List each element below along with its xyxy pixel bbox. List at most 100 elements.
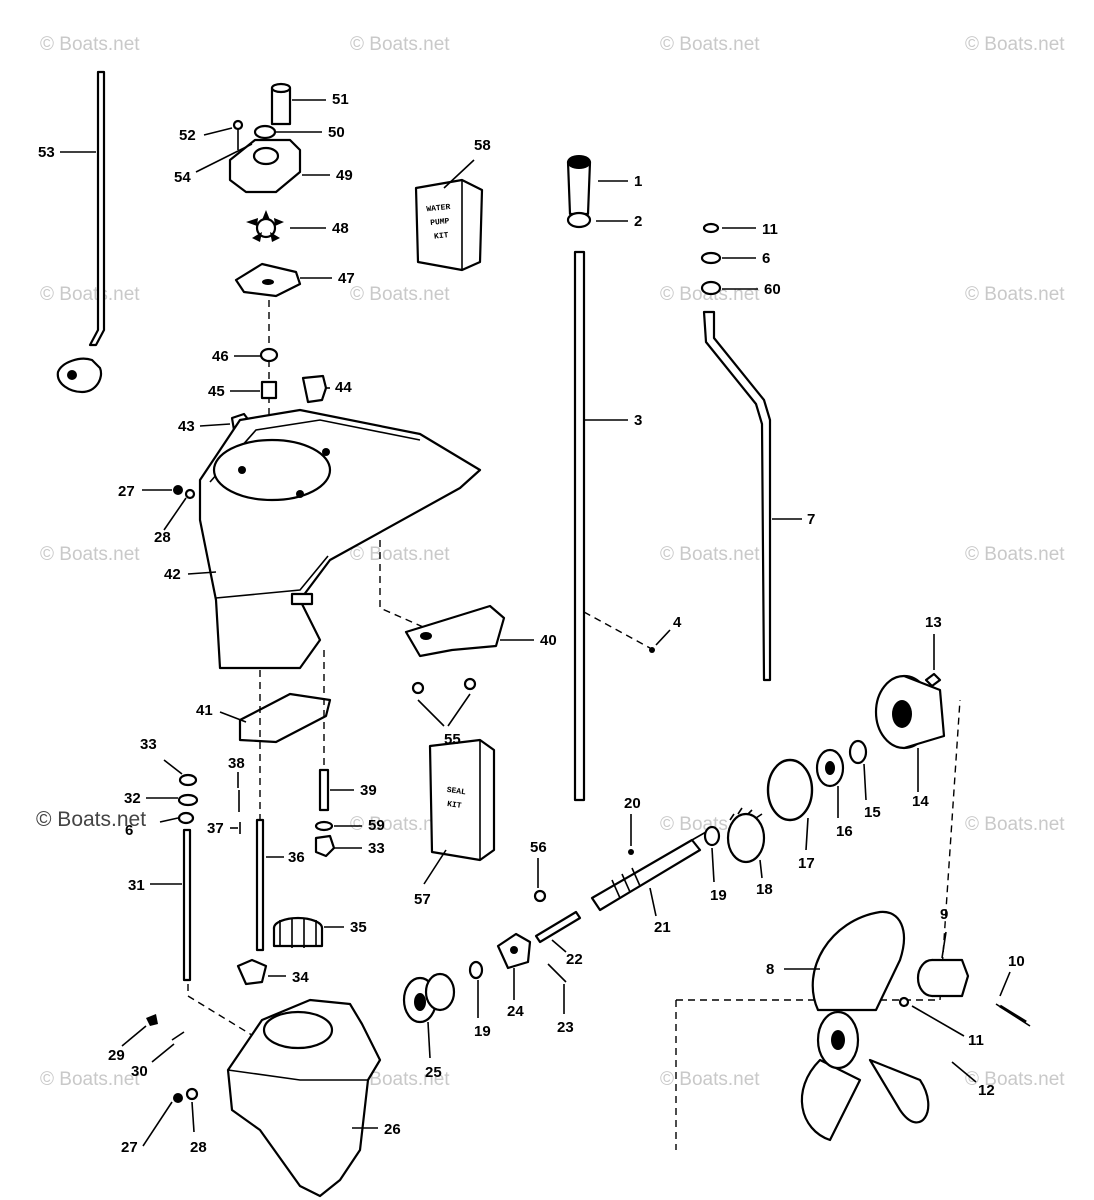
- leader-line-11: [911, 1005, 965, 1037]
- seal-15: [848, 739, 868, 765]
- callout-13: 13: [925, 614, 942, 631]
- water-pump-kit-box-58: WATERPUMPKIT: [414, 178, 484, 272]
- pinion-35: [272, 916, 324, 948]
- callout-50: 50: [328, 124, 345, 141]
- leader-line-58: [443, 159, 475, 189]
- callout-48: 48: [332, 220, 349, 237]
- leader-line-18: [759, 859, 763, 879]
- leader-line-55b: [447, 693, 471, 727]
- callout-25: 25: [425, 1064, 442, 1081]
- callout-35: 35: [350, 919, 367, 936]
- watermark-text: © Boats.net: [660, 544, 760, 565]
- leader-line-29: [121, 1025, 147, 1047]
- callout-40: 40: [540, 632, 557, 649]
- leader-line-17: [805, 817, 809, 851]
- washer-11-lower: [898, 996, 910, 1008]
- callout-60: 60: [764, 281, 781, 298]
- watermark-text: © Boats.net: [965, 34, 1065, 55]
- callout-59: 59: [368, 817, 385, 834]
- shift-parts: [533, 889, 582, 983]
- callout-12: 12: [978, 1082, 995, 1099]
- watermark-text: © Boats.net: [965, 814, 1065, 835]
- drive-shaft-3: [566, 155, 655, 802]
- water-tube-40: [379, 540, 506, 695]
- callout-7: 7: [807, 511, 815, 528]
- watermark-text-dark: © Boats.net: [36, 808, 146, 831]
- callout-28: 28: [190, 1139, 207, 1156]
- callout-6: 6: [762, 250, 770, 267]
- kit-label-line: KIT: [434, 231, 449, 241]
- callout-31: 31: [128, 877, 145, 894]
- watermark-text: © Boats.net: [660, 1069, 760, 1090]
- leader-line-21: [649, 887, 657, 917]
- watermark-text: © Boats.net: [40, 284, 140, 305]
- callout-36: 36: [288, 849, 305, 866]
- callout-56: 56: [530, 839, 547, 856]
- callout-51: 51: [332, 91, 349, 108]
- leader-line-41: [219, 711, 247, 723]
- watermark-text: © Boats.net: [965, 544, 1065, 565]
- watermark-text: © Boats.net: [40, 34, 140, 55]
- watermark-layer: © Boats.net © Boats.net © Boats.net © Boats…: [36, 34, 1065, 1090]
- callout-55: 55: [444, 731, 461, 748]
- callout-46: 46: [212, 348, 229, 365]
- stud-31: [177, 773, 261, 1041]
- callout-14: 14: [912, 793, 929, 810]
- callout-8: 8: [766, 961, 774, 978]
- watermark-text: © Boats.net: [350, 1069, 450, 1090]
- callout-42: 42: [164, 566, 181, 583]
- callout-6: 6: [125, 822, 133, 839]
- callout-27: 27: [118, 483, 135, 500]
- callout-45: 45: [208, 383, 225, 400]
- callout-57: 57: [414, 891, 431, 908]
- callout-28: 28: [154, 529, 171, 546]
- leader-line-4: [655, 629, 671, 646]
- callout-10: 10: [1008, 953, 1025, 970]
- callout-21: 21: [654, 919, 671, 936]
- callout-1: 1: [634, 173, 642, 190]
- callout-22: 22: [566, 951, 583, 968]
- callout-38: 38: [228, 755, 245, 772]
- callout-47: 47: [338, 270, 355, 287]
- gear-24: [496, 932, 532, 970]
- leader-line-55: [417, 699, 445, 727]
- leader-line-33: [163, 759, 183, 775]
- callout-29: 29: [108, 1047, 125, 1064]
- propeller-8: [800, 910, 930, 1142]
- clip-34: [236, 958, 268, 986]
- kit-label-line: PUMP: [430, 217, 450, 228]
- callout-9: 9: [940, 906, 948, 923]
- driveshaft-housing-42: [198, 408, 482, 670]
- watermark-text: © Boats.net: [350, 814, 450, 835]
- callout-39: 39: [360, 782, 377, 799]
- pin-20: [628, 849, 634, 855]
- leader-line-22: [551, 939, 567, 953]
- callout-15: 15: [864, 804, 881, 821]
- seal-kit-box-57: SEAL KIT: [428, 738, 496, 862]
- callout-34: 34: [292, 969, 309, 986]
- rod-36: [238, 670, 265, 952]
- bearing-16: [815, 748, 845, 788]
- watermark-text: © Boats.net: [965, 1069, 1065, 1090]
- bolt-13: [924, 672, 942, 688]
- callout-26: 26: [384, 1121, 401, 1138]
- callout-19: 19: [474, 1023, 491, 1040]
- callout-41: 41: [196, 702, 213, 719]
- callout-4: 4: [673, 614, 682, 631]
- leader-line-9: [941, 931, 947, 959]
- kit-label-line: KIT: [446, 800, 462, 811]
- kit-label-line: SEAL: [446, 786, 466, 798]
- callout-11: 11: [968, 1032, 984, 1049]
- callout-20: 20: [624, 795, 641, 812]
- water-pump-parts: [228, 82, 328, 432]
- callout-24: 24: [507, 1003, 524, 1020]
- callout-32: 32: [124, 790, 141, 807]
- callout-17: 17: [798, 855, 815, 872]
- callout-23: 23: [557, 1019, 574, 1036]
- watermark-text: © Boats.net: [40, 544, 140, 565]
- leader-line-10: [999, 971, 1011, 997]
- watermark-text: © Boats.net: [965, 284, 1065, 305]
- callout-11: 11: [762, 221, 778, 238]
- washer-19-lower: [468, 960, 484, 980]
- callout-19: 19: [710, 887, 727, 904]
